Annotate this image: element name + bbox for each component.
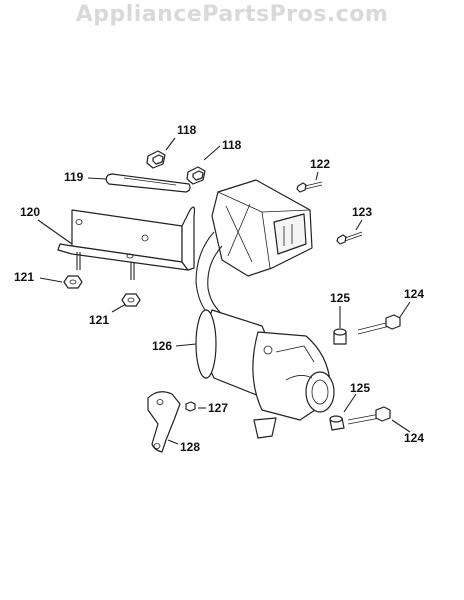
part-120-bracket[interactable]	[37, 206, 196, 280]
callout-124-upper: 124	[404, 287, 424, 301]
part-121-nut-right[interactable]	[111, 293, 141, 313]
motor-housing-bracket	[195, 179, 313, 317]
part-128-bracket-plate[interactable]	[147, 391, 181, 453]
part-121-nut-left[interactable]	[39, 275, 83, 289]
callout-119: 119	[64, 170, 84, 184]
part-125-spacer-lower[interactable]	[329, 393, 357, 431]
callout-125-lower: 125	[350, 381, 370, 395]
callout-118-left: 118	[177, 123, 197, 137]
part-127-screw[interactable]	[185, 401, 206, 412]
callout-127: 127	[208, 401, 228, 415]
callout-128: 128	[180, 440, 200, 454]
callout-124-lower: 124	[404, 431, 424, 445]
part-126-starter-motor[interactable]	[175, 309, 335, 439]
part-122-screw[interactable]	[296, 171, 323, 193]
callout-120: 120	[20, 205, 40, 219]
callout-126: 126	[152, 339, 172, 353]
watermark: AppliancePartsPros.com	[75, 2, 389, 27]
callout-123: 123	[352, 205, 372, 219]
callout-118-right: 118	[222, 138, 242, 152]
part-124-bolt-lower[interactable]	[347, 406, 411, 433]
part-119-strap[interactable]	[87, 173, 191, 193]
part-123-screw[interactable]	[336, 219, 363, 245]
part-124-bolt-upper[interactable]	[357, 301, 411, 335]
part-118-screw-left[interactable]	[146, 137, 176, 169]
callout-121-left: 121	[14, 270, 34, 284]
callout-122: 122	[310, 157, 330, 171]
callout-125-upper: 125	[330, 291, 350, 305]
callout-121-right: 121	[89, 313, 109, 327]
part-125-spacer-upper[interactable]	[333, 306, 347, 345]
part-118-screw-right[interactable]	[186, 145, 221, 185]
